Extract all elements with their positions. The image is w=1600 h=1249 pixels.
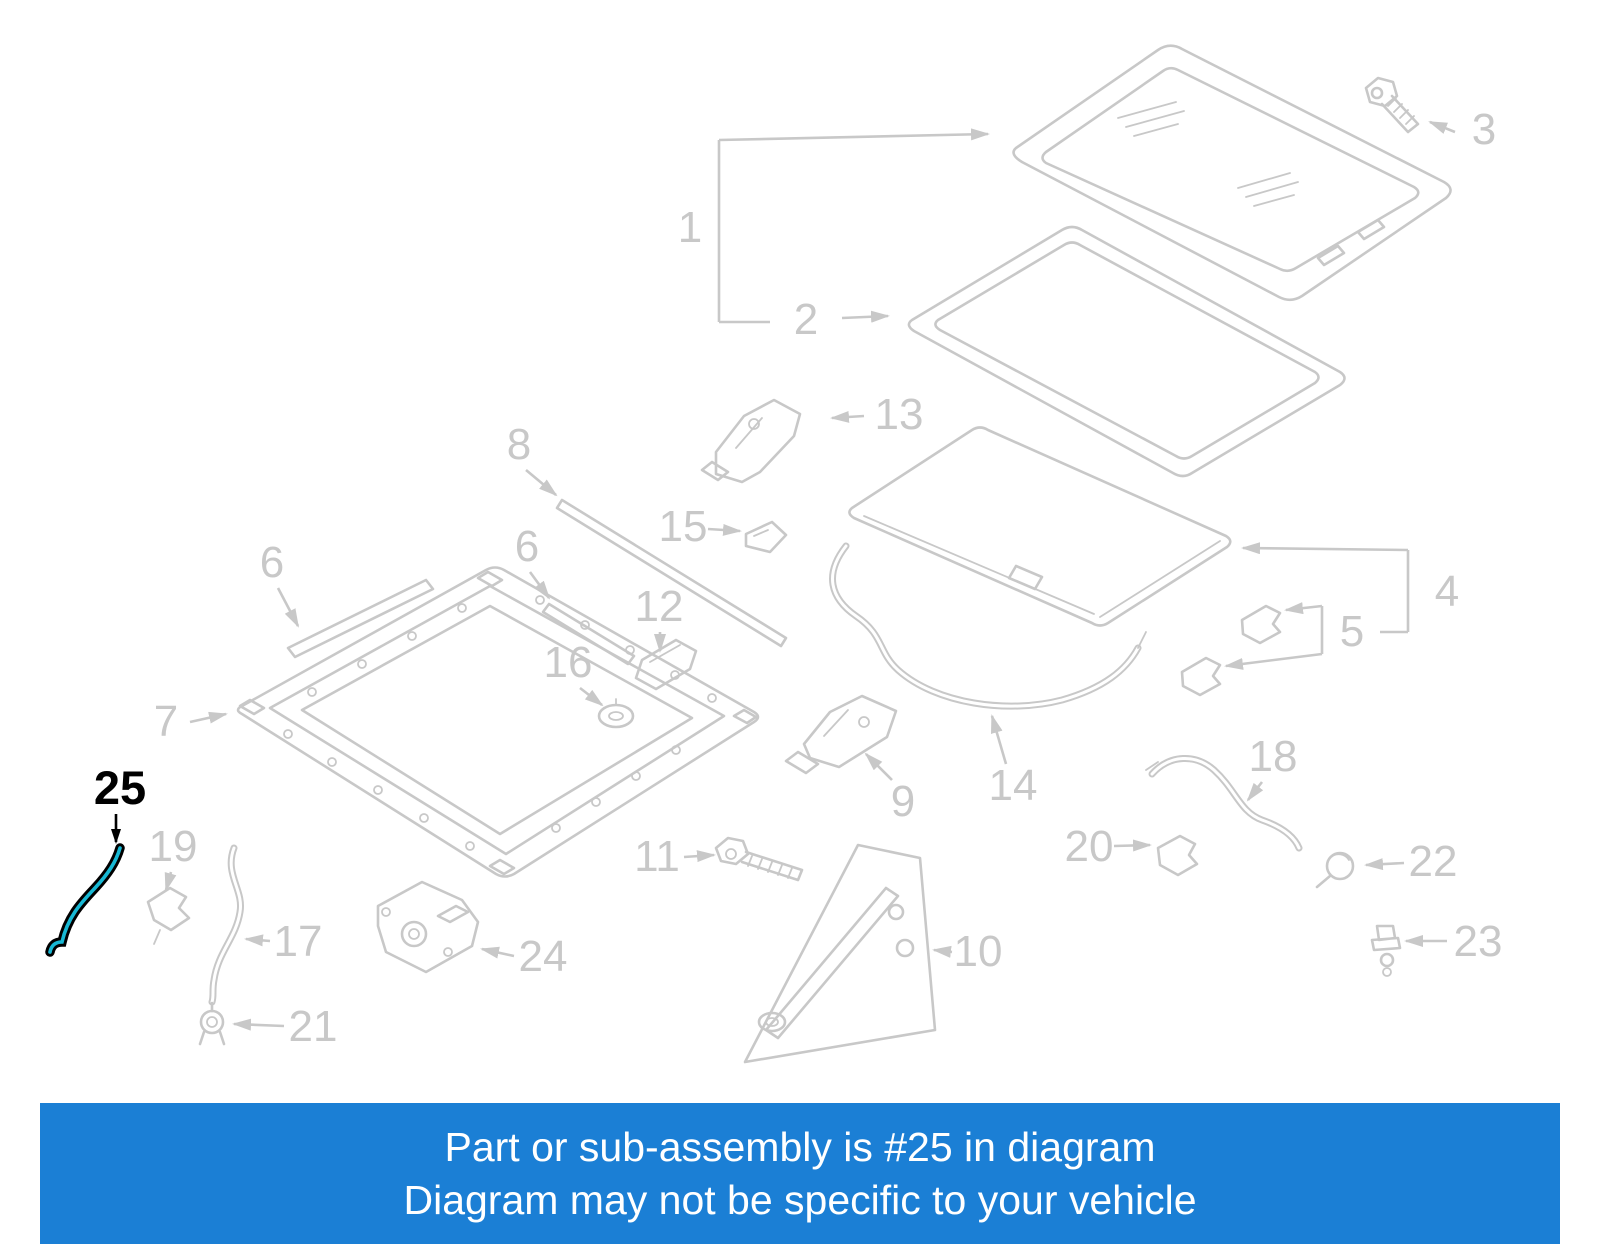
banner-line-2: Diagram may not be specific to your vehi…	[403, 1176, 1197, 1223]
leader-lines	[164, 120, 1456, 1031]
part-label-23: 23	[1454, 917, 1503, 966]
highlighted-part-25	[45, 814, 125, 957]
part-label-2: 2	[794, 295, 818, 344]
banner-line-1: Part or sub-assembly is #25 in diagram	[444, 1123, 1156, 1170]
rail-6-left-shape	[286, 578, 435, 659]
cap-16-shape	[597, 698, 635, 729]
clip-21-shape	[198, 1001, 226, 1046]
deflector-clips-shape	[1180, 604, 1282, 697]
part-label-1: 1	[678, 203, 702, 252]
part-label-16: 16	[544, 638, 593, 687]
rail-8-shape	[555, 498, 788, 648]
funnel-19-shape	[146, 886, 191, 945]
glass-panel-shape	[1012, 44, 1452, 302]
drain-hose-18-shape	[1145, 755, 1303, 852]
part-label-6-left: 6	[260, 538, 284, 587]
part-label-18: 18	[1249, 732, 1298, 781]
part-label-21: 21	[289, 1002, 338, 1051]
part-label-17: 17	[274, 917, 323, 966]
part-label-11: 11	[634, 832, 680, 881]
drain-tube-14-shape	[829, 542, 1147, 710]
bracket-12-shape	[634, 638, 698, 691]
grommet-22-shape	[1315, 851, 1355, 889]
part-label-7: 7	[154, 697, 178, 746]
part-label-3: 3	[1472, 105, 1496, 154]
main-frame-shape	[236, 566, 760, 878]
part-label-24: 24	[519, 932, 568, 981]
part-label-19: 19	[149, 822, 198, 871]
part-labels: 1 2 3 4 5 6 6 7 8 9 10 11 12 13 14 15 16…	[94, 105, 1503, 1051]
part-label-5: 5	[1340, 607, 1364, 656]
clip-15-shape	[744, 520, 788, 554]
part-label-14: 14	[989, 761, 1038, 810]
part-label-15: 15	[659, 502, 708, 551]
bracket-13-shape	[700, 398, 802, 484]
part-label-8: 8	[507, 420, 531, 469]
bracket-9-shape	[784, 694, 898, 775]
part-label-4: 4	[1435, 567, 1459, 616]
part-label-20: 20	[1065, 822, 1114, 871]
sunshade-shape	[848, 426, 1232, 627]
part-label-6-middle: 6	[515, 522, 539, 571]
motor-24-shape	[376, 880, 480, 974]
clip-20-shape	[1156, 834, 1199, 877]
part-label-22: 22	[1409, 837, 1458, 886]
info-banner: Part or sub-assembly is #25 in diagram D…	[40, 1103, 1560, 1244]
rail-6-middle-shape	[541, 602, 636, 666]
bolt-3-shape	[1364, 76, 1420, 134]
part-label-13: 13	[875, 390, 924, 439]
part-label-10: 10	[954, 927, 1003, 976]
part-label-25-highlighted: 25	[94, 761, 146, 814]
valve-23-shape	[1370, 924, 1402, 977]
part-label-12: 12	[635, 582, 684, 631]
part-label-9: 9	[891, 777, 915, 826]
highlight-core-line	[48, 846, 122, 954]
cover-panel-10-shape	[743, 843, 937, 1064]
bolt-11-shape	[714, 836, 804, 882]
drain-hose-17-shape	[208, 844, 245, 1006]
seal-frame-shape	[907, 225, 1346, 478]
